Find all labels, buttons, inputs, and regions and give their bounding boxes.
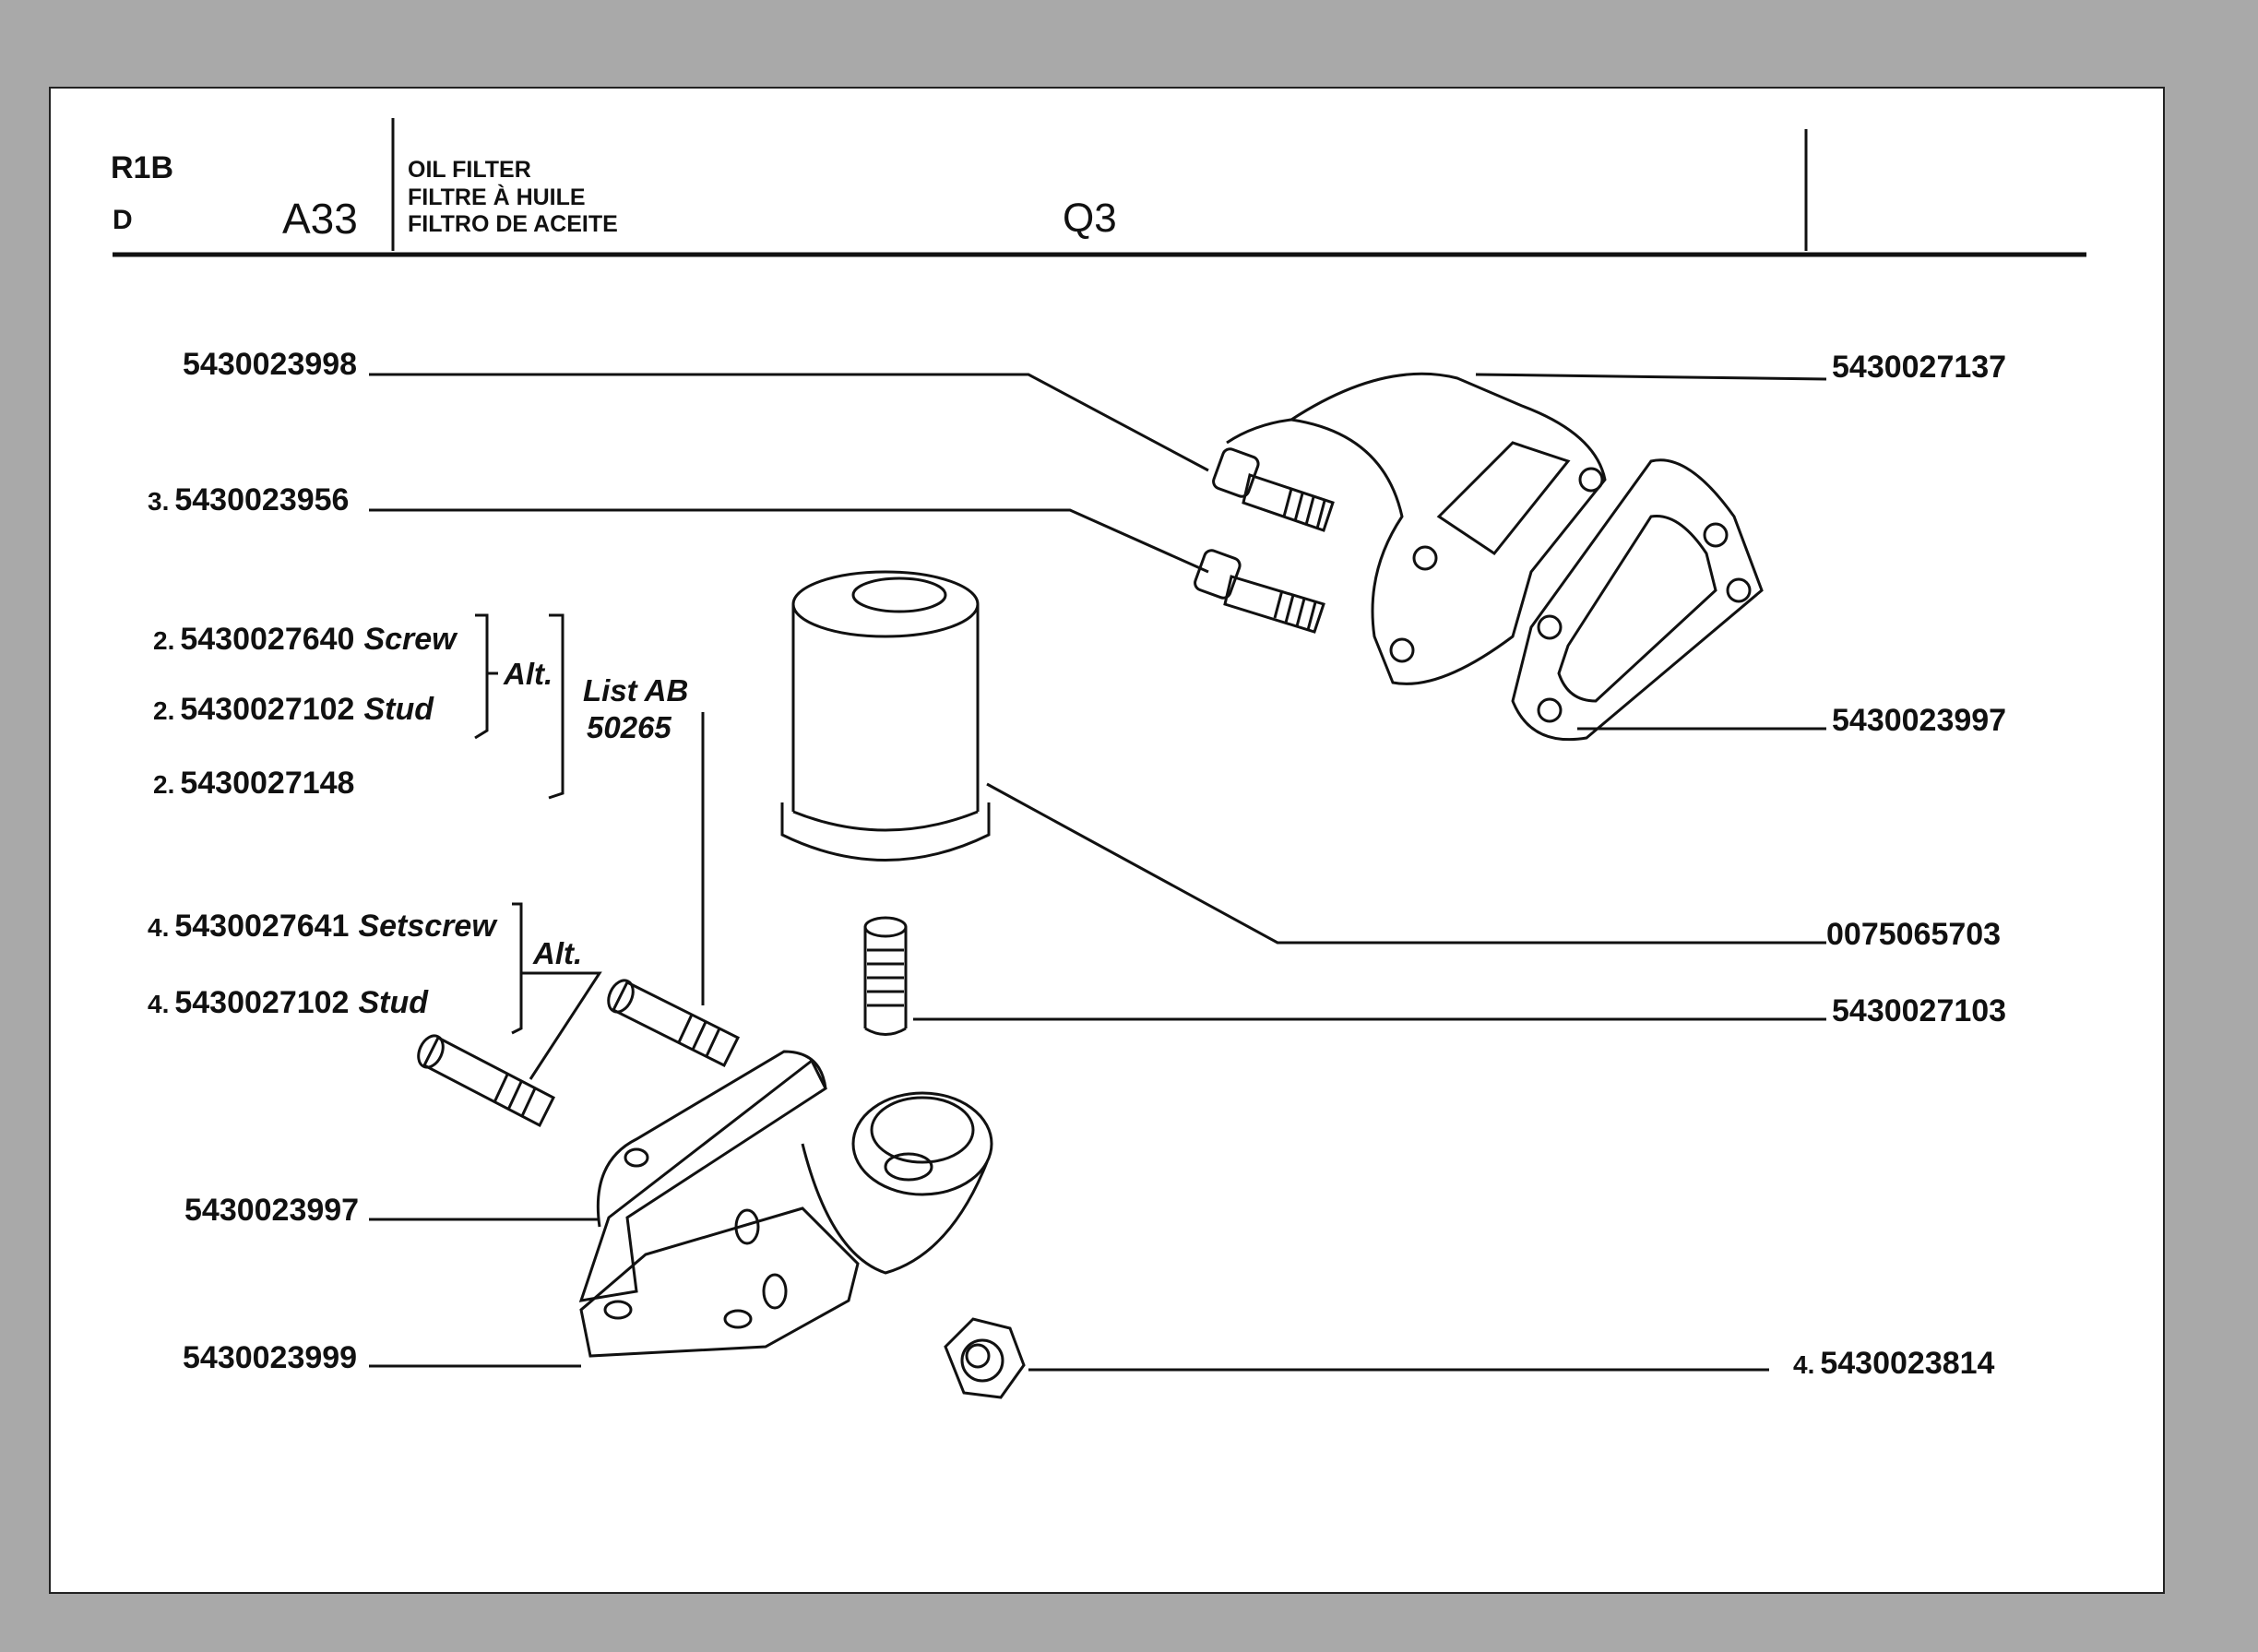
part-qty: 3. [148,487,170,516]
bracket-list [548,613,564,800]
part-number: 5430027641 [174,909,350,944]
leader-5430023956 [369,508,1209,574]
filter-cartridge-0075065703 [780,570,991,862]
part-qty: 2. [153,770,175,799]
gasket-5430023997-right [1511,458,1764,742]
part-label: 5430023999 [183,1342,357,1373]
leader-alt2 [521,971,602,1080]
part-qty: 2. [153,696,175,725]
part-label: 2.5430027148 [153,767,354,799]
part-number: 5430023956 [174,482,350,517]
list-number: 50265 [587,710,671,744]
bracket-alt2 [511,902,523,1035]
part-desc: Setscrew [358,909,496,944]
bolt-5430023998 [1212,447,1335,532]
bolt-5430023956 [1194,549,1325,634]
part-label: 5430023998 [183,349,357,380]
part-label: 5430027103 [1832,995,2006,1027]
part-number: 5430027102 [180,692,355,727]
part-number: 5430023997 [1832,703,2007,738]
list-note: List AB [583,673,689,707]
part-desc: Screw [363,622,457,657]
model-code: R1B [111,150,174,185]
part-label: 3.5430023956 [148,484,349,516]
title-en: OIL FILTER [408,157,531,183]
part-qty: 2. [153,626,175,655]
sheet-code: Q3 [1063,196,1117,241]
part-number: 5430023999 [183,1340,358,1375]
part-label: 5430023997 [184,1194,359,1226]
title-es: FILTRO DE ACEITE [408,211,618,237]
part-qty: 4. [148,990,170,1018]
adapter-5430027103 [863,916,908,1036]
filter-head-5430027137 [1226,372,1607,685]
part-number: 5430027137 [1832,350,2007,385]
leader-5430027137 [1475,373,1827,381]
part-label: 4.5430023814 [1793,1348,1994,1379]
bracket-alt1 [474,613,489,740]
alt-note: Alt. [533,936,583,970]
part-number: 5430027103 [1832,993,2007,1028]
stud-5430027102-a [607,979,741,1068]
part-desc: Stud [358,985,428,1020]
part-desc: Stud [363,692,434,727]
part-label: 5430027137 [1832,351,2006,383]
part-label: 5430023997 [1832,705,2006,736]
part-number: 5430023997 [184,1193,360,1228]
part-label: 0075065703 [1826,919,2001,950]
stud-5430027641 [417,1034,556,1128]
part-number: 0075065703 [1826,917,2002,952]
part-number: 5430023814 [1820,1346,1995,1381]
filter-base-5430023999 [578,1050,993,1358]
part-qty: 4. [148,913,170,942]
part-number: 5430023998 [183,347,358,382]
part-number: 5430027102 [174,985,350,1020]
alt-note: Alt. [504,657,553,691]
leader-0075065703 [986,782,1826,945]
title-fr: FILTRE À HUILE [408,184,586,210]
leader-5430023998 [369,373,1209,472]
part-number: 5430027148 [180,766,355,801]
part-qty: 4. [1793,1350,1815,1379]
part-number: 5430027640 [180,622,355,657]
variant-code: D [113,205,133,235]
nut-5430023814 [944,1317,1026,1399]
parts-sheet [51,89,2163,1592]
group-code: A33 [282,195,358,243]
